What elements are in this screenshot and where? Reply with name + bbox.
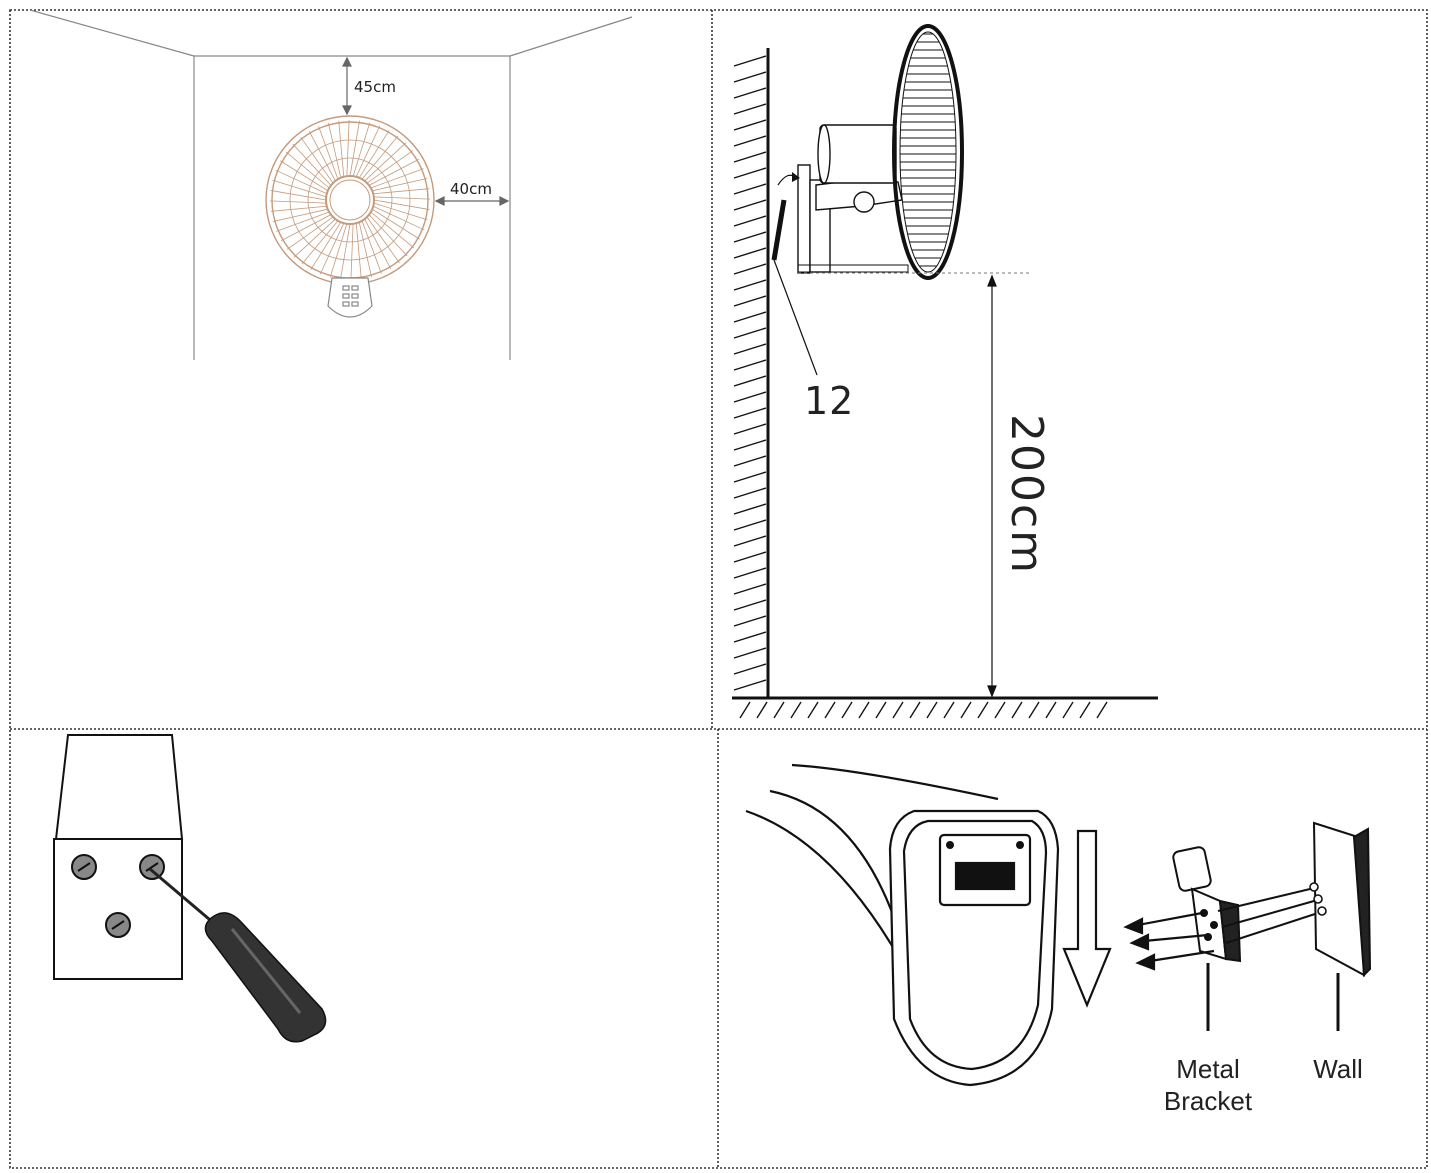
panel-screw-fixing bbox=[10, 729, 718, 1168]
panel-height-side: 12 200cm bbox=[712, 10, 1427, 729]
panel-hang-on-bracket: Metal Bracket Wall bbox=[718, 729, 1427, 1168]
label-wall: Wall bbox=[1313, 1054, 1363, 1084]
wall-icon bbox=[1312, 821, 1372, 978]
wall-fan-side-icon bbox=[732, 24, 1158, 719]
label-side-clearance: 40cm bbox=[450, 180, 492, 198]
label-metal-bracket-line2: Bracket bbox=[1163, 1086, 1253, 1116]
fan-body-icon bbox=[745, 763, 1372, 1087]
down-arrow-icon bbox=[1062, 829, 1112, 1008]
label-mount-height: 200cm bbox=[1001, 414, 1052, 576]
screwdriver-icon bbox=[53, 734, 327, 1043]
label-metal-bracket-line1: Metal bbox=[1176, 1054, 1240, 1084]
panel-clearance-front: 45cm 40cm bbox=[10, 10, 712, 729]
metal-bracket-icon bbox=[1172, 846, 1242, 963]
label-metal-bracket: Metal Bracket bbox=[1152, 1053, 1264, 1117]
wall-fan-front-icon bbox=[29, 10, 633, 360]
label-top-clearance: 45cm bbox=[354, 78, 396, 96]
label-part-number: 12 bbox=[804, 379, 855, 423]
